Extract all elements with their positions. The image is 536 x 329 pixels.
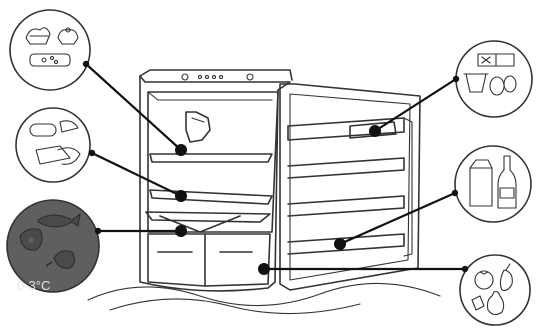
chiller-zone-icon: 0-3°C: [7, 200, 99, 293]
fridge: [140, 70, 292, 291]
temperature-label: 0-3°C: [17, 278, 50, 293]
leader-door-top: [375, 79, 456, 131]
leader-middle-shelf: [92, 153, 181, 196]
leader-top-shelf: [86, 64, 181, 150]
leader-door-bottle: [340, 193, 455, 244]
crisper-zone-icon: [460, 255, 530, 325]
door-top-zone-icon: [456, 41, 532, 117]
middle-shelf-zone-icon: [16, 108, 90, 182]
top-shelf-zone-icon: [10, 10, 90, 90]
door-bottle-zone-icon: [455, 146, 531, 222]
